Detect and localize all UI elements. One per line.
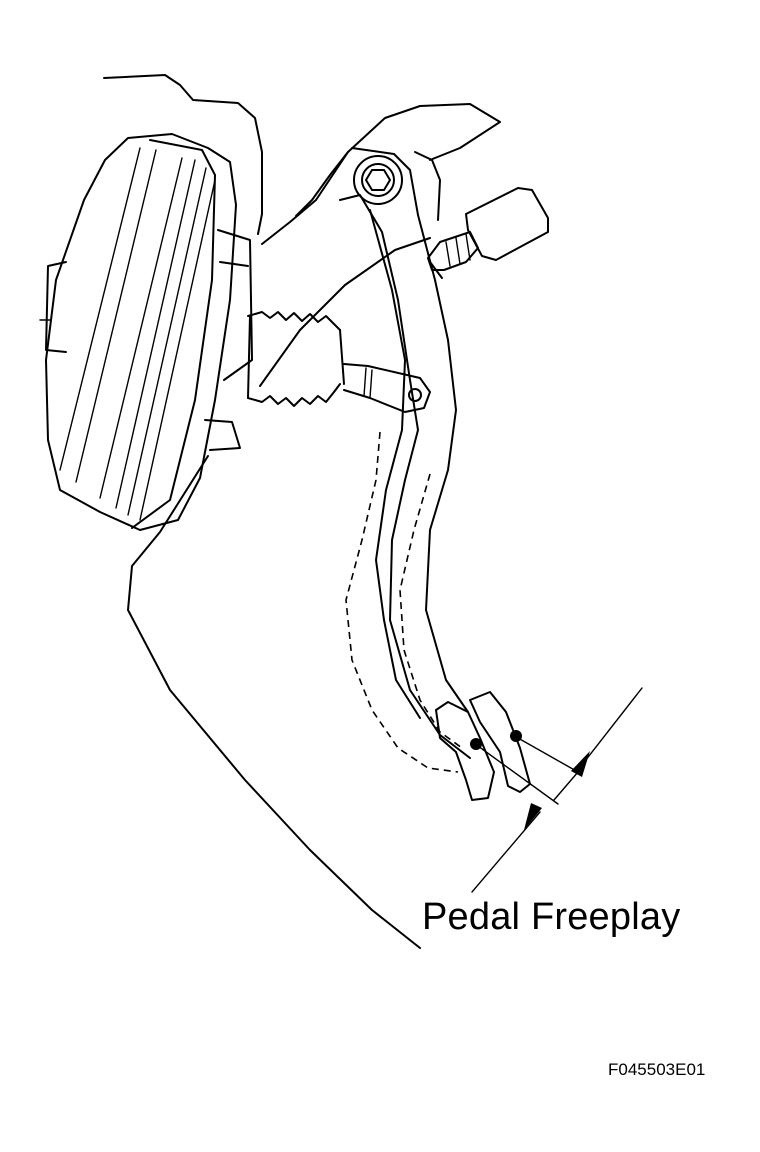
- figure-id-label: F045503E01: [608, 1060, 706, 1079]
- pedal-bracket: [261, 103, 501, 245]
- pedal-freeplay-label: Pedal Freeplay: [422, 896, 681, 938]
- brake-booster: [39, 133, 253, 531]
- pushrod-boot: [247, 311, 345, 407]
- pivot-bolt: [353, 155, 403, 205]
- pedal-arm: [259, 147, 471, 759]
- stop-light-switch: [427, 187, 549, 279]
- freeplay-dimension: [471, 687, 643, 893]
- firewall-outline: [103, 74, 421, 949]
- pushrod-clevis: [343, 363, 431, 413]
- pedal-pad: [435, 691, 531, 801]
